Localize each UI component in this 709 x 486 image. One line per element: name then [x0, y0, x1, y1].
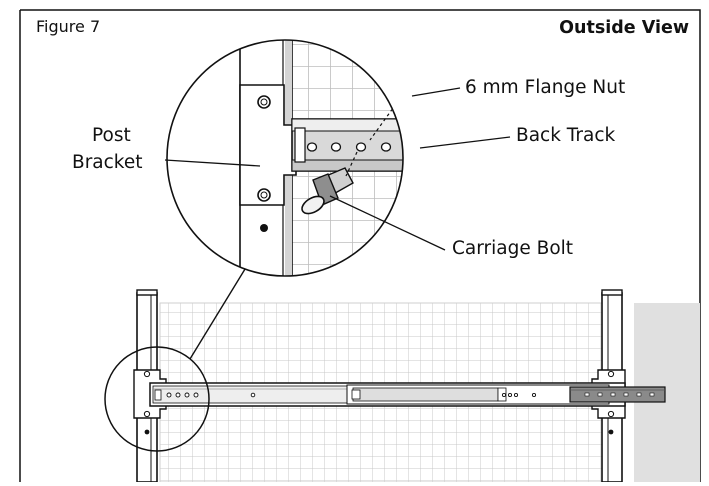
flange-nut: [391, 87, 403, 105]
extension-bar: [569, 386, 666, 403]
leader-back-track: [419, 136, 511, 149]
callout-flange-nut: 6 mm Flange Nut: [465, 77, 626, 98]
zoom-detail-circle: [166, 39, 404, 277]
figure-number: Figure 7: [36, 17, 101, 36]
leader-post-bracket: [164, 159, 261, 167]
view-title: Outside View: [559, 18, 689, 38]
back-track-rail: [149, 382, 626, 407]
zoom-reference-circle: [104, 346, 210, 452]
callout-post-bracket-line2: Bracket: [72, 152, 143, 173]
callout-back-track: Back Track: [516, 125, 616, 146]
leader-carriage-bolt: [329, 195, 446, 251]
zoom-detail: [167, 40, 403, 276]
callout-carriage-bolt: Carriage Bolt: [452, 238, 574, 259]
callout-post-bracket-line1: Post: [92, 125, 131, 146]
leader-flange-nut: [411, 87, 461, 97]
